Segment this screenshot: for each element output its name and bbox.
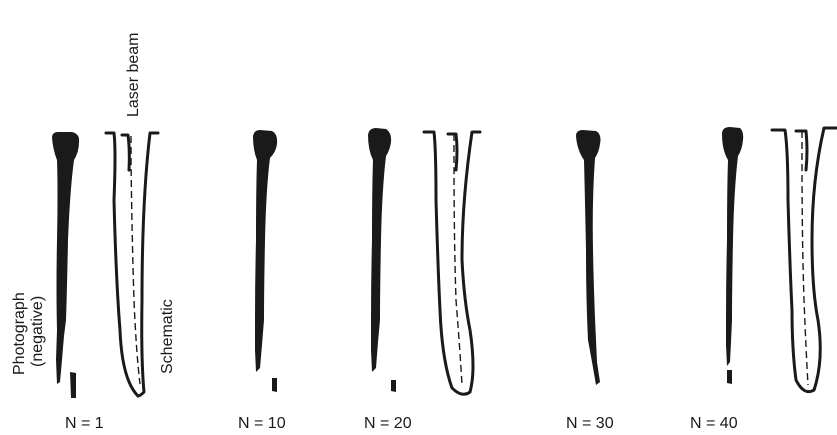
keyhole-photo-tail-n20 <box>391 380 396 392</box>
frame-label-n40: N = 40 <box>690 415 738 432</box>
schematic-n20 <box>424 132 480 394</box>
keyhole-photo-tail-n1 <box>70 372 76 398</box>
frame-n30 <box>576 130 601 385</box>
frame-label-n20: N = 20 <box>364 415 412 432</box>
photograph-label-line2: (negative) <box>29 296 46 367</box>
schematic-n40 <box>772 128 837 392</box>
frame-n20 <box>368 128 480 394</box>
frame-label-n1: N = 1 <box>65 415 104 432</box>
schematic-n1 <box>106 133 158 396</box>
keyhole-photo-tail-n40 <box>727 370 732 384</box>
laser-beam-label: Laser beam <box>125 33 142 118</box>
photograph-label-line1: Photograph <box>11 292 28 375</box>
frame-label-n10: N = 10 <box>238 415 286 432</box>
schematic-label: Schematic <box>159 299 176 374</box>
frame-label-n30: N = 30 <box>566 415 614 432</box>
keyhole-photo-n10 <box>253 130 277 372</box>
keyhole-photo-n1 <box>52 132 79 384</box>
keyhole-photo-n40 <box>722 127 743 366</box>
keyhole-photo-n20 <box>368 128 391 372</box>
frame-n40 <box>722 127 837 392</box>
keyhole-photo-n30 <box>576 130 601 385</box>
frame-n10 <box>253 130 277 392</box>
frame-n1 <box>52 132 158 398</box>
keyhole-photo-tail-n10 <box>272 378 277 392</box>
